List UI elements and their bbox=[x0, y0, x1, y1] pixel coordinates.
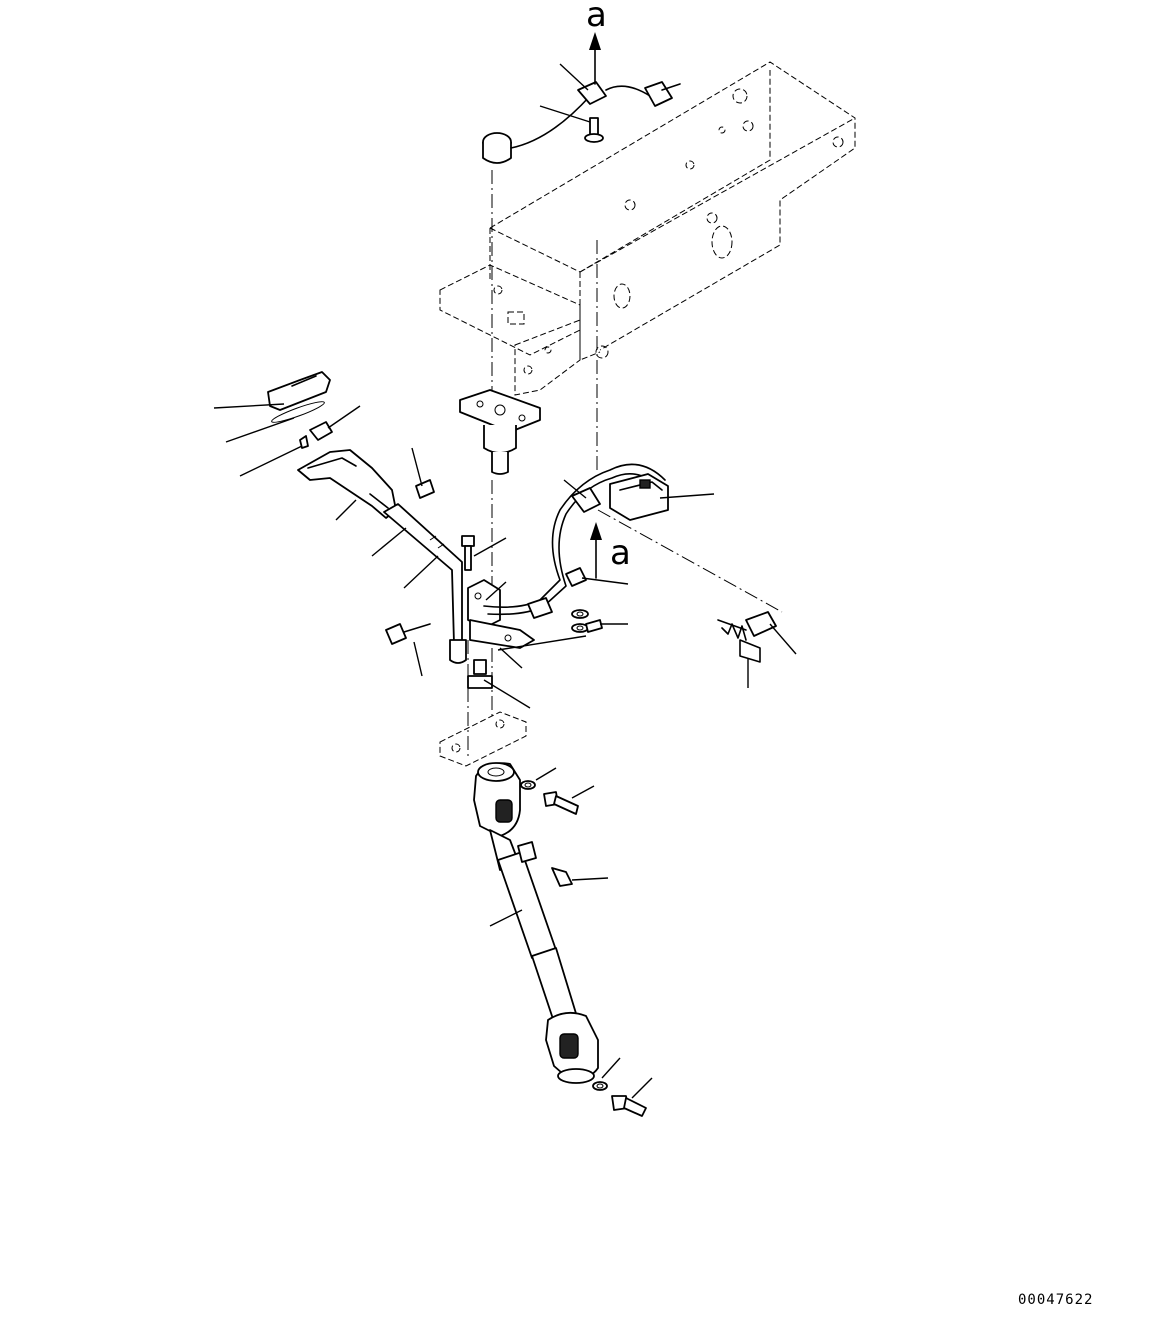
leader-lines bbox=[213, 63, 797, 1099]
lever-rod bbox=[383, 503, 467, 664]
shaft-fasteners bbox=[520, 780, 647, 1117]
wire-harness bbox=[483, 463, 669, 619]
terminal-spring-detail bbox=[717, 611, 777, 663]
lever-bracket bbox=[467, 579, 535, 649]
reference-label-top: a bbox=[586, 0, 607, 35]
universal-joint-shaft bbox=[473, 762, 599, 1084]
frame-bracket bbox=[439, 61, 856, 396]
grip-screw bbox=[415, 479, 435, 499]
reference-label-connector: a bbox=[610, 533, 631, 573]
lower-bracket bbox=[439, 711, 527, 767]
column-mount-plate bbox=[459, 389, 541, 475]
lever-grip-assembly bbox=[267, 371, 435, 519]
sensor-screw bbox=[584, 117, 604, 143]
position-sensor bbox=[482, 81, 681, 164]
reference-arrow-connector: a bbox=[590, 522, 631, 579]
reference-arrow-top: a bbox=[586, 0, 607, 85]
bracket-bolts bbox=[385, 535, 493, 689]
harness-connector bbox=[609, 473, 669, 521]
drawing-number: 00047622 bbox=[1018, 1292, 1094, 1308]
harness-washers bbox=[571, 609, 603, 633]
